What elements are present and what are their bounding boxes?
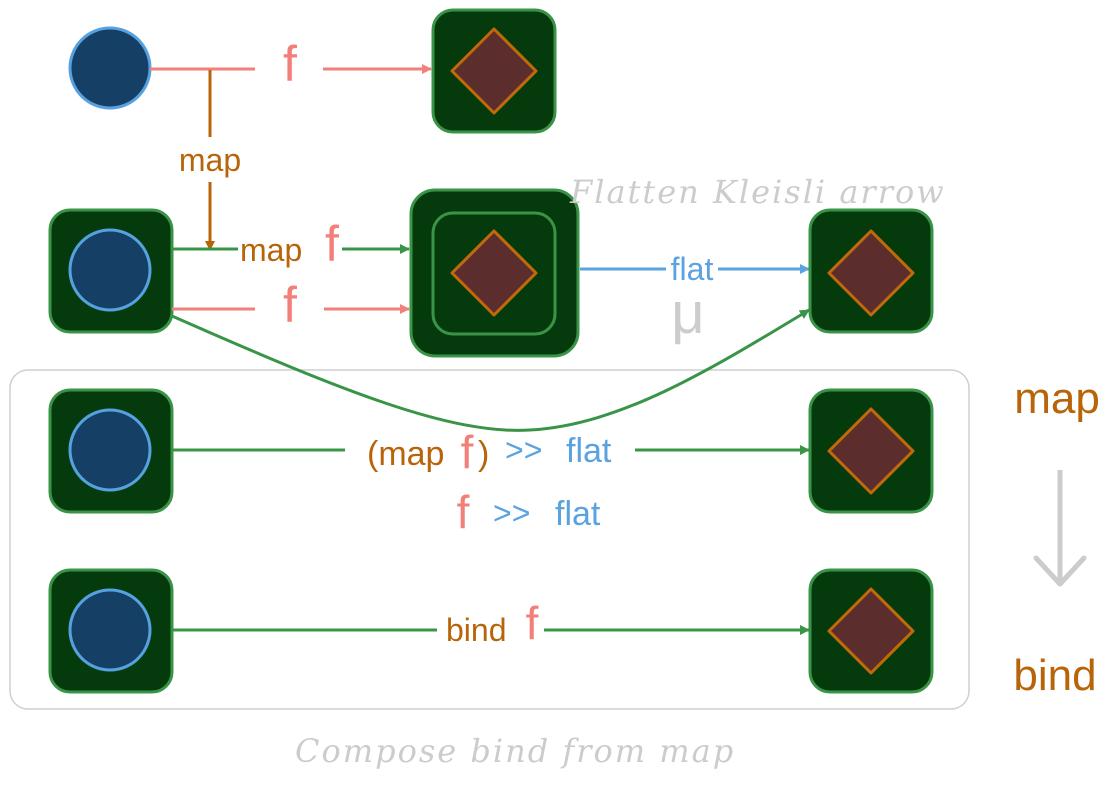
paren-close-label: ) — [478, 435, 489, 473]
source-value-circle-row2 — [68, 228, 152, 312]
monad-box-top — [431, 8, 557, 134]
result-diamond-row4 — [827, 587, 915, 675]
f-label-row2: f — [283, 277, 297, 333]
source-value-circle-row4 — [68, 588, 152, 672]
flat-label-row3b: flat — [555, 495, 601, 533]
flatten-kleisli-caption: Flatten Kleisli arrow — [569, 173, 946, 211]
result-diamond-row2 — [827, 229, 915, 317]
source-value-circle-row3 — [68, 408, 152, 492]
result-diamond-row3 — [827, 407, 915, 495]
compose-region — [9, 369, 970, 710]
result-diamond-top — [450, 27, 538, 115]
monad-box-source-row4 — [48, 568, 174, 694]
map-down-label: map — [179, 142, 241, 178]
mu-symbol: μ — [671, 281, 704, 346]
composed-curve-arrow — [171, 308, 810, 432]
result-diamond-nested — [450, 229, 538, 317]
f-label-row3b: f — [457, 486, 470, 538]
compose-operator-2: >> — [493, 495, 530, 531]
side-map-label: map — [1014, 374, 1100, 423]
f-label-top: f — [283, 36, 297, 92]
monad-box-result-row2 — [808, 208, 934, 334]
bind-label-row4: bind — [446, 612, 507, 648]
compose-caption: Compose bind from map — [295, 732, 735, 770]
nested-monad-box — [409, 188, 580, 358]
compose-operator-1: >> — [505, 432, 542, 468]
side-bind-label: bind — [1013, 651, 1096, 700]
monad-box-result-row3 — [808, 388, 934, 514]
flat-label-row2: flat — [671, 251, 714, 287]
paren-open-map-label: (map — [367, 435, 444, 473]
f-label-row3: f — [461, 426, 474, 478]
f-label-row2-map: f — [325, 216, 339, 272]
flat-label-row3: flat — [566, 432, 612, 470]
source-value-circle — [68, 26, 152, 110]
monad-box-source-row3 — [48, 388, 174, 514]
side-down-arrow-head — [1033, 555, 1087, 587]
side-down-arrow-glyph: ↓ — [1060, 518, 1061, 521]
f-label-row4: f — [526, 597, 539, 649]
map-label-row2: map — [240, 232, 302, 268]
monad-box-result-row4 — [808, 568, 934, 694]
monad-box-source-row2 — [48, 208, 174, 334]
